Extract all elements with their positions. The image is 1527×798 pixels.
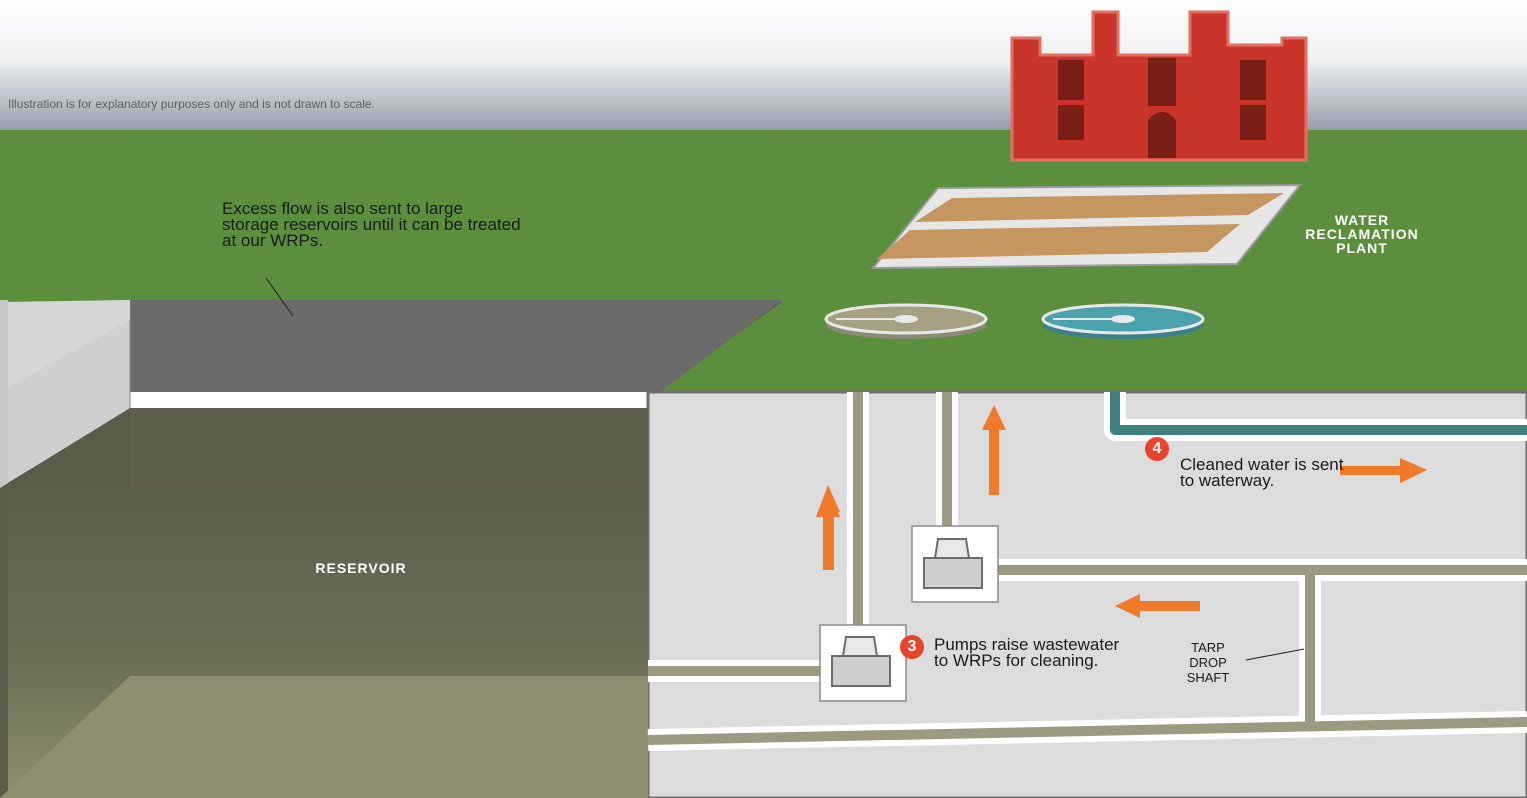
reservoir-callout: Excess flow is also sent to large storag… — [222, 199, 521, 250]
pump-station-upper — [911, 525, 999, 603]
clarifier-right — [1041, 303, 1205, 339]
flow-arrow-up-lower — [816, 485, 840, 570]
step-4-badge: 4 — [1145, 437, 1169, 461]
reservoir-pit — [0, 299, 782, 798]
tarp-leader-line — [1245, 648, 1305, 661]
step-3-badge: 3 — [900, 635, 924, 659]
settling-tanks — [870, 183, 1303, 270]
cleaned-water-callout: Cleaned water is sent to waterway. — [1180, 455, 1344, 490]
disclaimer-text: Illustration is for explanatory purposes… — [8, 97, 375, 111]
water-reclamation-plant-label: WATER RECLAMATION PLANT — [1305, 212, 1419, 256]
pipe-network — [647, 392, 1527, 751]
pump-station-lower — [819, 624, 907, 702]
reservoir-callout-leader — [265, 277, 294, 317]
tarp-drop-shaft-label: TARP DROP SHAFT — [1186, 640, 1230, 685]
pumps-callout: Pumps raise wastewater to WRPs for clean… — [934, 635, 1120, 670]
clarifier-left — [824, 303, 988, 339]
reservoir-label: RESERVOIR — [315, 560, 407, 576]
reclamation-plant-building — [1010, 10, 1308, 162]
